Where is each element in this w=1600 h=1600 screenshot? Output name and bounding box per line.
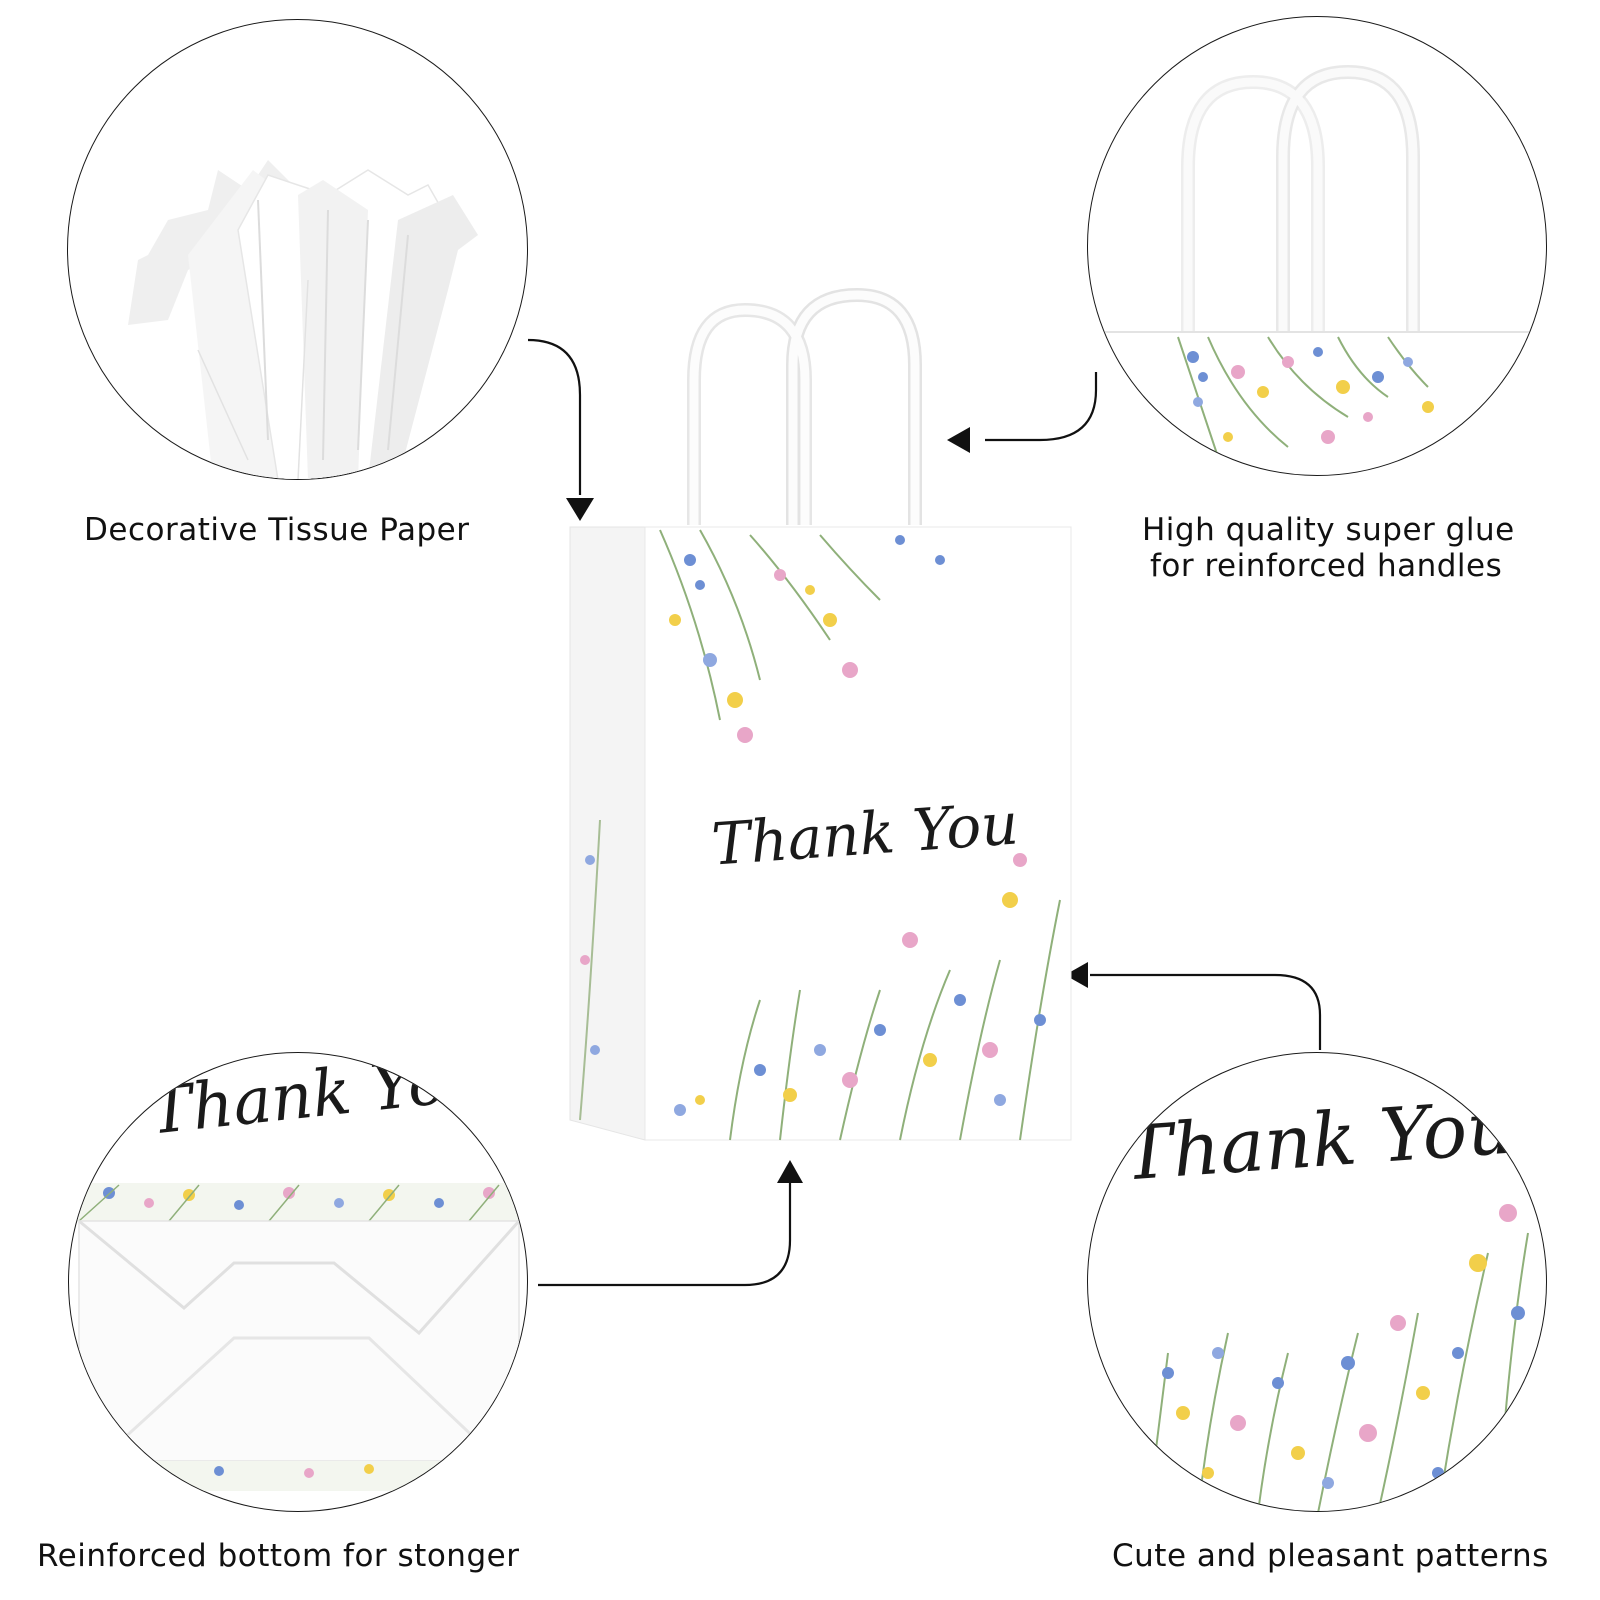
glue-caption-line1: High quality super glue (1142, 512, 1515, 548)
bottom-caption: Reinforced bottom for stonger (37, 1538, 520, 1574)
tissue-paper-illustration (128, 160, 478, 479)
glue-caption-line2: for reinforced handles (1150, 548, 1503, 584)
handles-circle (1087, 16, 1547, 476)
patterns-circle: Thank You (1087, 1052, 1547, 1512)
tissue-caption: Decorative Tissue Paper (84, 512, 470, 548)
bottom-circle: Thank You (68, 1052, 528, 1512)
arrow-patterns-line (1090, 973, 1322, 1050)
flowers-handles (1177, 336, 1434, 458)
arrow-tissue-line (527, 338, 582, 495)
arrow-glue-line (985, 372, 1098, 442)
arrow-head-up (777, 1160, 803, 1183)
handles-illustration (1088, 64, 1546, 458)
arrow-head-down (566, 498, 594, 521)
arrow-head-left-top (947, 427, 970, 453)
arrow-head-left-bottom (1065, 962, 1088, 988)
tissue-paper-circle (67, 19, 528, 480)
arrow-bottom-line (538, 1180, 792, 1287)
patterns-caption: Cute and pleasant patterns (1112, 1538, 1549, 1574)
